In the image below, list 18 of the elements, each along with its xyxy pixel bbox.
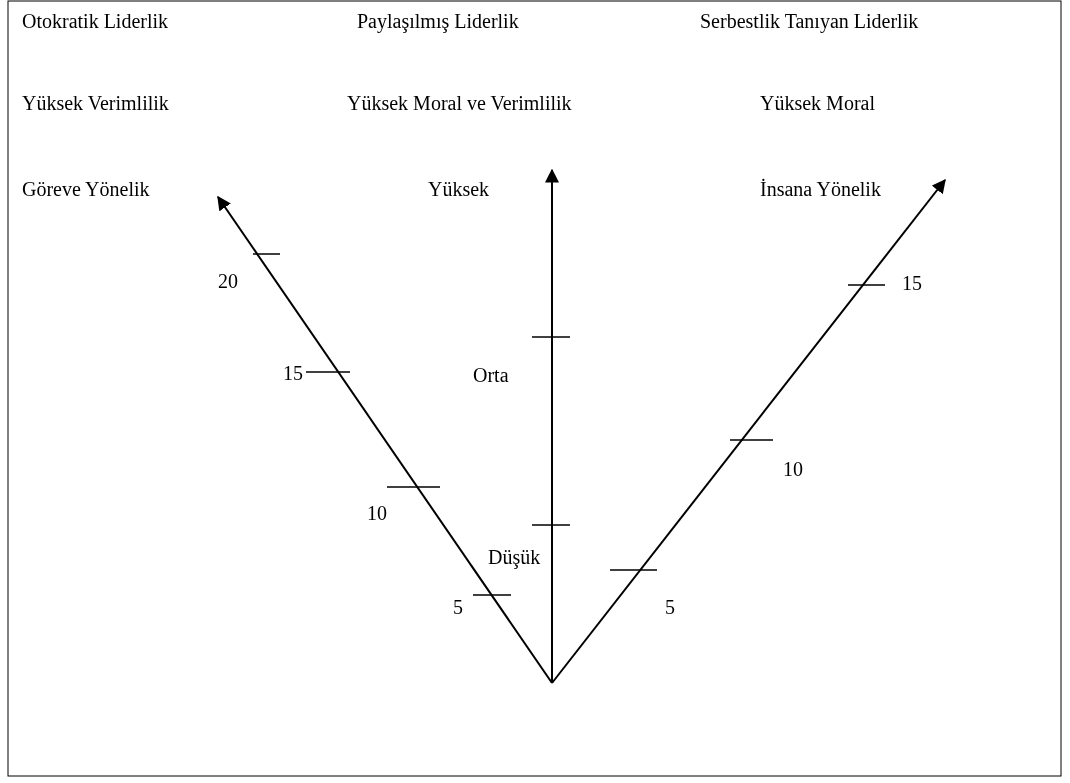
style-heading: Otokratik Liderlik xyxy=(22,10,169,32)
outcome-label: Yüksek Moral xyxy=(760,92,875,114)
outcome-label: Yüksek Moral ve Verimlilik xyxy=(347,92,572,114)
tick-label: 15 xyxy=(902,272,922,294)
tick-label: 5 xyxy=(665,596,675,618)
style-heading: Paylaşılmış Liderlik xyxy=(357,10,519,32)
axis-label: Göreve Yönelik xyxy=(22,178,150,200)
tick-label: 5 xyxy=(453,596,463,618)
tick-label: 15 xyxy=(283,362,303,384)
tick-label: 10 xyxy=(783,458,803,480)
style-heading: Serbestlik Tanıyan Liderlik xyxy=(700,10,919,32)
axis-label: Düşük xyxy=(488,546,541,568)
tick-label: 20 xyxy=(218,270,238,292)
tick-label: 10 xyxy=(367,502,387,524)
axis-label: Orta xyxy=(473,364,509,386)
axis-label: İnsana Yönelik xyxy=(760,178,881,200)
outcome-label: Yüksek Verimlilik xyxy=(22,92,169,114)
axis-label: Yüksek xyxy=(428,178,490,200)
